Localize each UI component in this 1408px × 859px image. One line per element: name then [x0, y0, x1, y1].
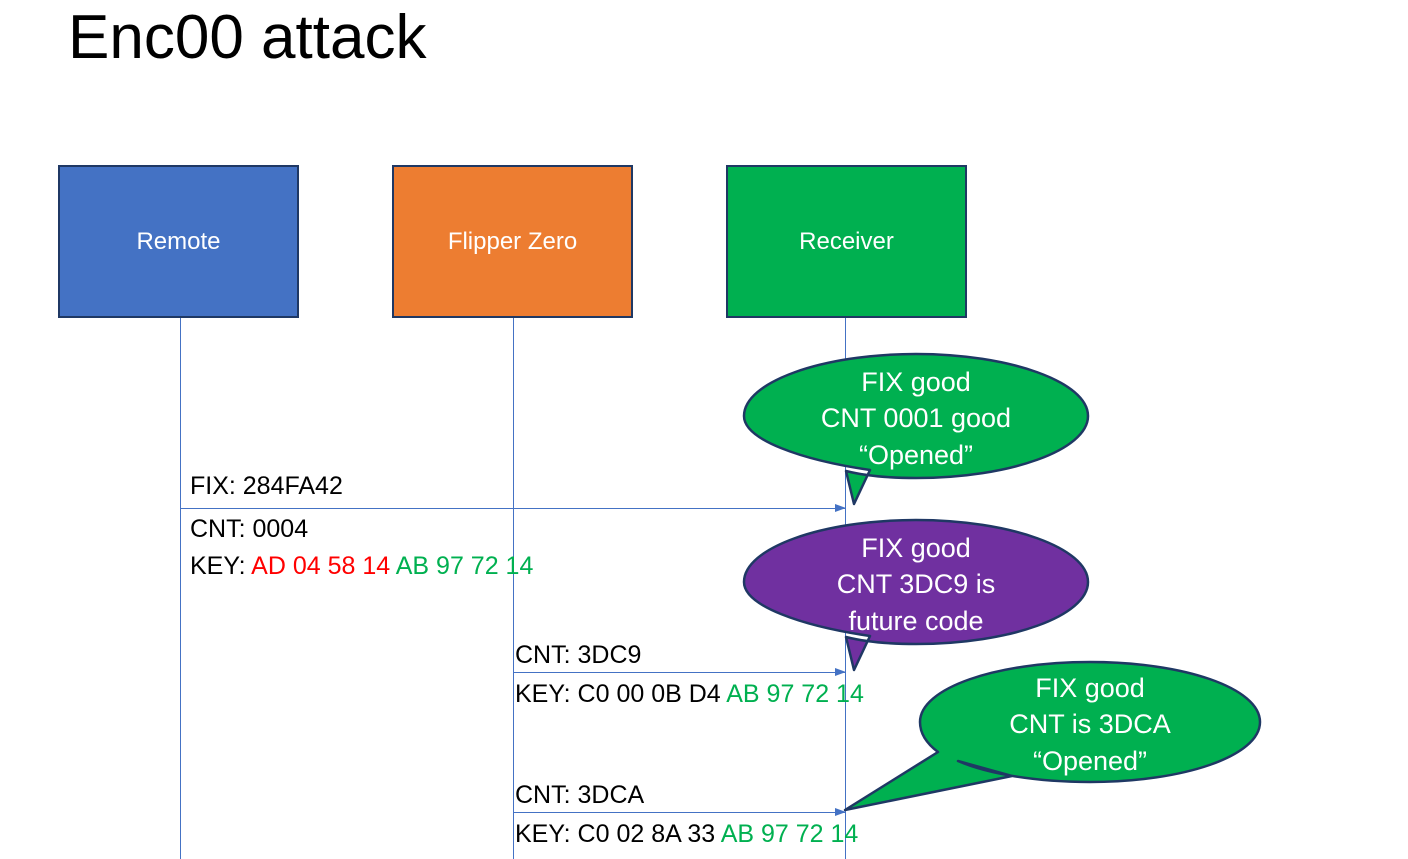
actor-label-flipper: Flipper Zero [447, 227, 578, 255]
callout-bubble-2: FIX good CNT 3DC9 is future code [742, 518, 1090, 673]
message-2-key-prefix: KEY: C0 00 0B D4 [515, 680, 721, 708]
message-1-cnt-label: CNT: 0004 [190, 515, 309, 543]
message-3-key-prefix: KEY: C0 02 8A 33 [515, 820, 716, 848]
actor-label-remote: Remote [136, 227, 221, 255]
message-3-cnt-label: CNT: 3DCA [515, 781, 645, 809]
message-2-key-label: KEY: C0 00 0B D4 AB 97 72 14 [515, 678, 864, 712]
message-3-key-green: AB 97 72 14 [715, 820, 859, 848]
callout-3-shape [843, 660, 1262, 812]
message-1-key-red: AD 04 58 14 [251, 552, 391, 580]
message-arrow-1 [180, 504, 846, 512]
callout-1-shape [742, 352, 1090, 506]
actor-label-receiver: Receiver [799, 227, 894, 255]
message-2-cnt-label: CNT: 3DC9 [515, 641, 642, 669]
callout-bubble-3: FIX good CNT is 3DCA “Opened” [840, 660, 1262, 812]
message-2-key-green: AB 97 72 14 [720, 680, 864, 708]
message-arrow-3 [513, 808, 846, 816]
actor-box-receiver[interactable]: Receiver [726, 165, 967, 318]
message-1-key-prefix: KEY: [190, 552, 252, 580]
actor-box-remote[interactable]: Remote [58, 165, 299, 318]
page-title: Enc00 attack [68, 3, 427, 72]
callout-2-shape [742, 518, 1090, 672]
message-1-key-green: AB 97 72 14 [390, 552, 534, 580]
message-3-key-label: KEY: C0 02 8A 33 AB 97 72 14 [515, 818, 858, 852]
message-1-key-label: KEY: AD 04 58 14 AB 97 72 14 [190, 550, 533, 584]
actor-box-flipper[interactable]: Flipper Zero [392, 165, 633, 318]
message-1-fix-label: FIX: 284FA42 [190, 472, 343, 500]
callout-bubble-1: FIX good CNT 0001 good “Opened” [742, 352, 1090, 507]
lifeline-flipper [513, 318, 514, 859]
lifeline-remote [180, 318, 181, 859]
message-arrow-2 [513, 668, 846, 676]
